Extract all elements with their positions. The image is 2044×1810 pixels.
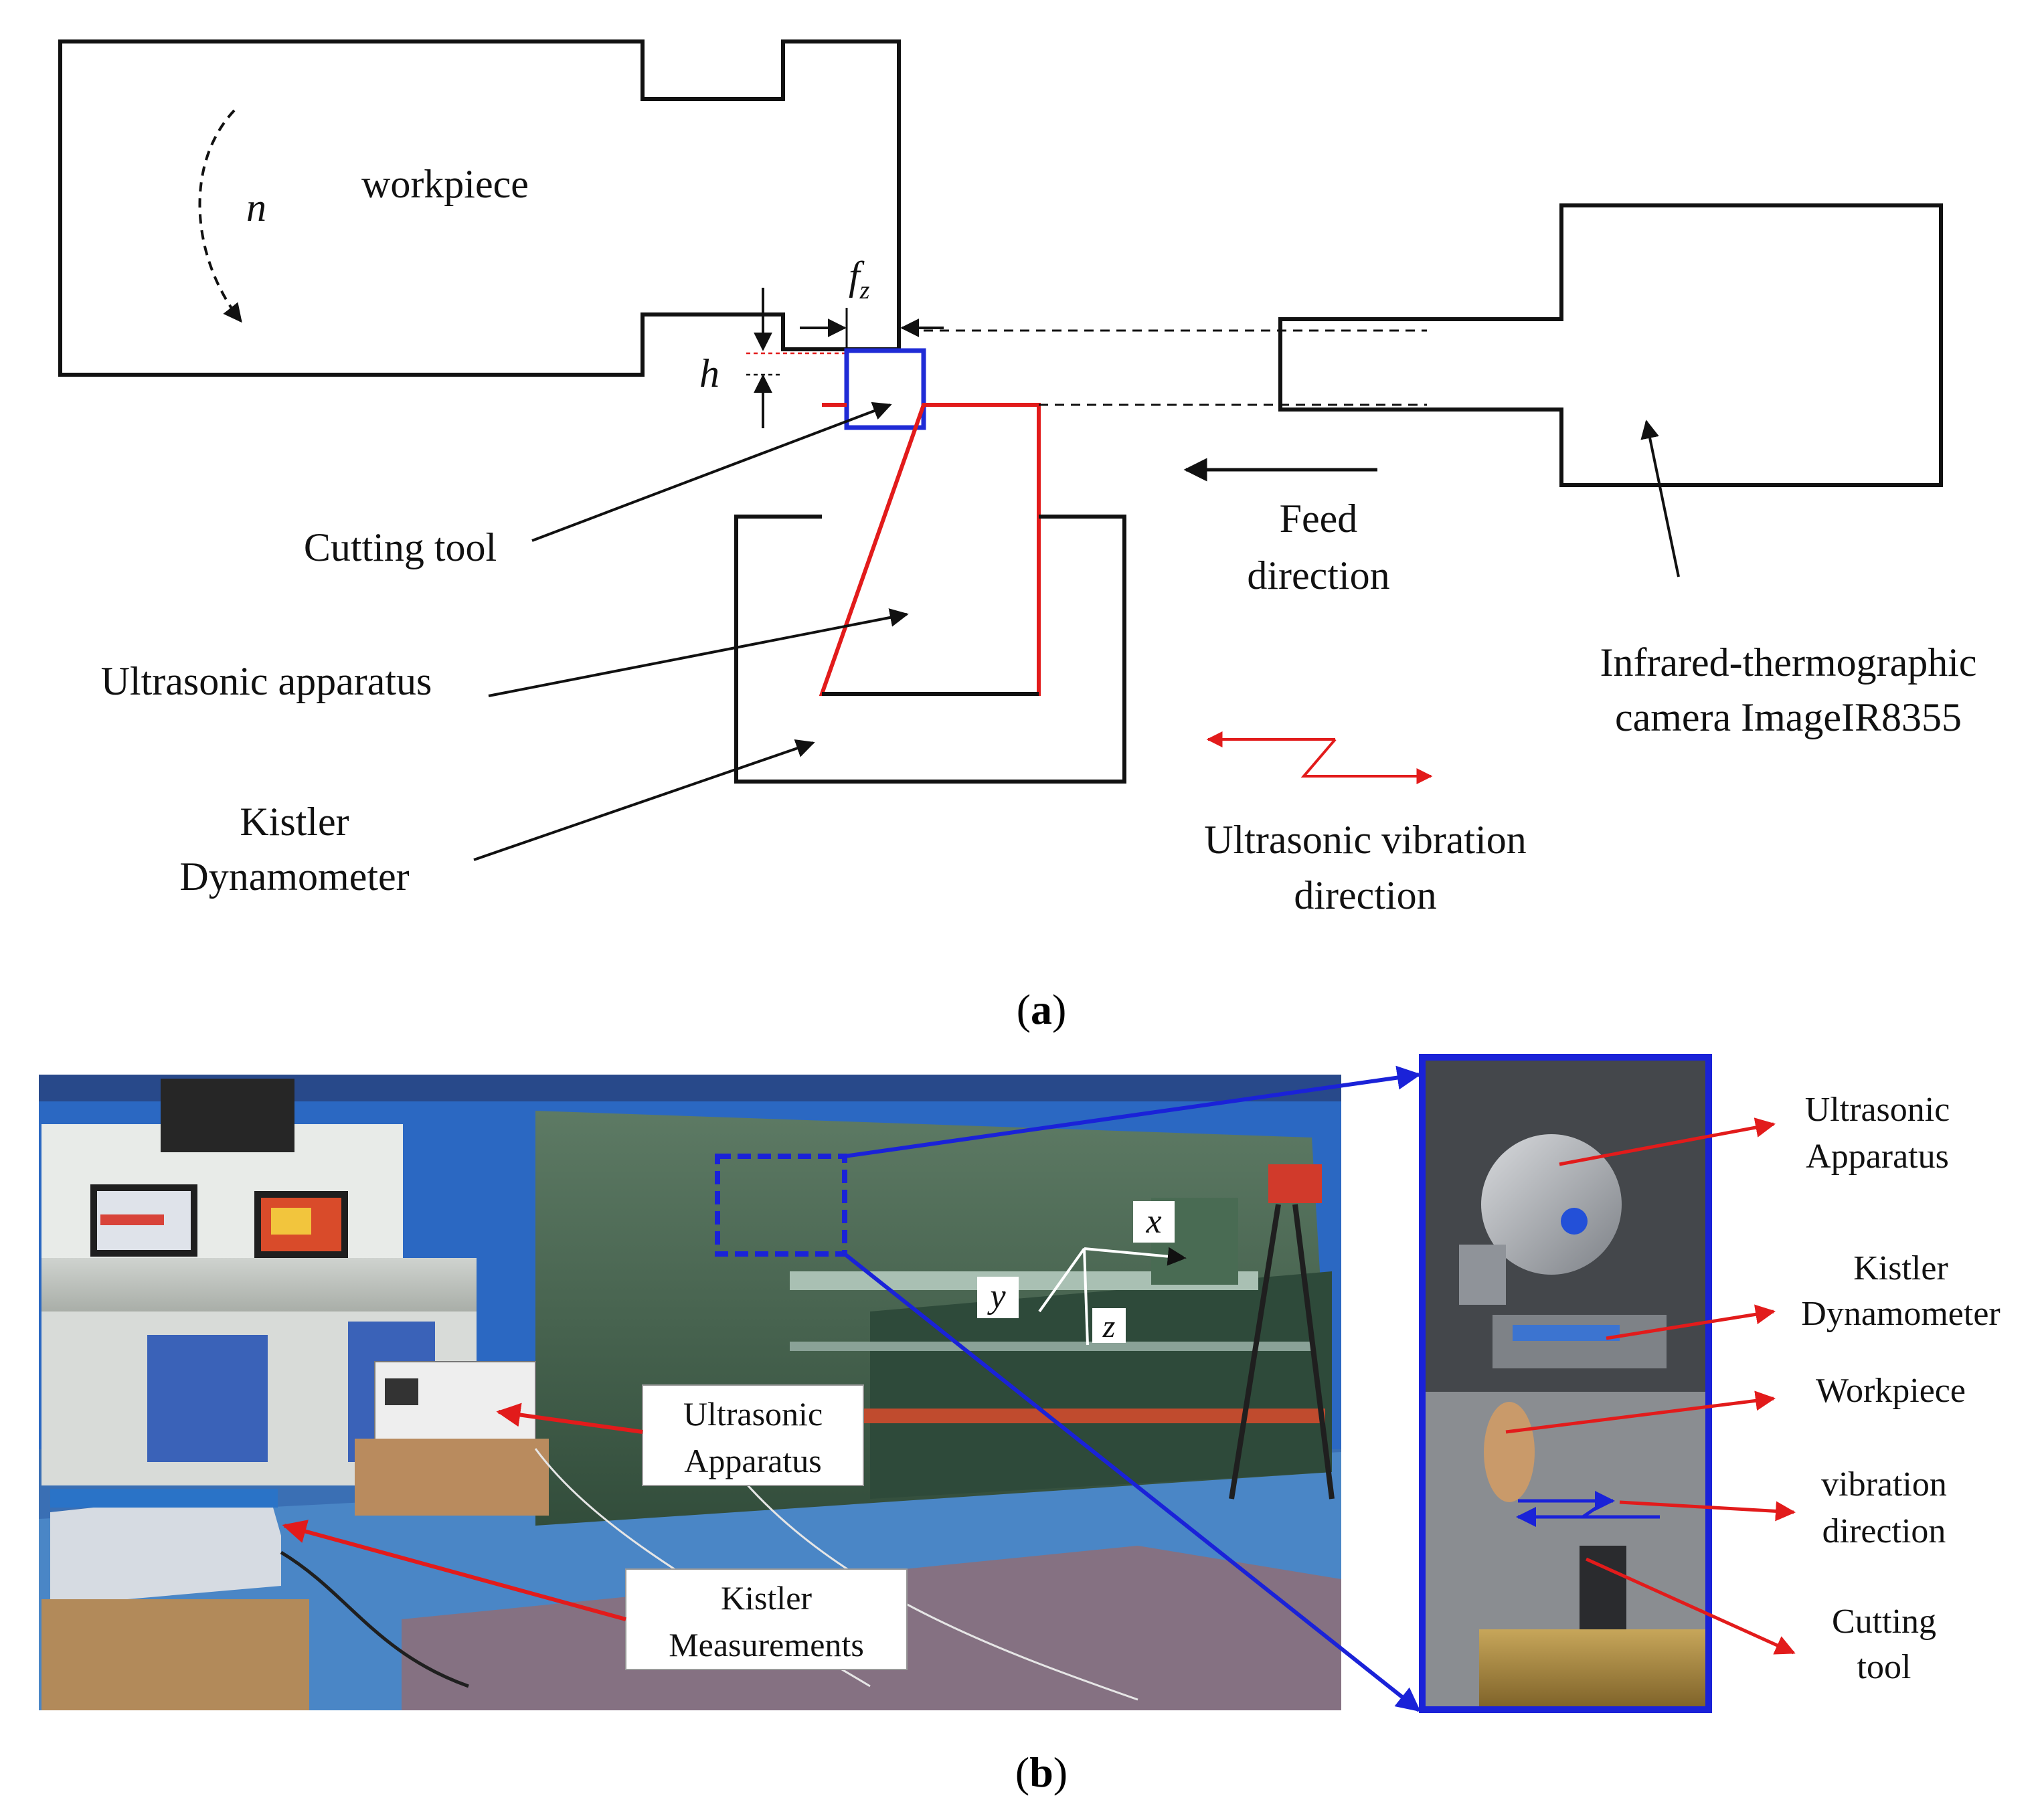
inset-kistler-line1: Kistler (1853, 1249, 1948, 1287)
inset-kistler-line2: Dynamometer (1801, 1295, 2000, 1333)
feed-label-line2: direction (1247, 553, 1389, 598)
ultrasonic-apparatus-label: Ultrasonic apparatus (101, 659, 432, 703)
kistler-amplifier (50, 1489, 281, 1606)
workpiece-outline (58, 39, 901, 377)
inset-ultrasonic-arrow (1559, 1117, 1776, 1166)
ultrasonic-callout-arrow (496, 1402, 643, 1434)
inset-ultrasonic-line2: Apparatus (1806, 1138, 1949, 1176)
ultrasonic-callout-line2: Apparatus (684, 1442, 822, 1479)
feed-label-line1: Feed (1280, 496, 1358, 541)
inset-vibration-line1: vibration (1821, 1465, 1947, 1504)
ir-camera-photo (1268, 1164, 1322, 1203)
inset-cutting-line1: Cutting (1832, 1603, 1936, 1641)
cutting-tool (844, 348, 926, 430)
inset-kistler-arrow (1606, 1304, 1776, 1340)
rotation-label: n (246, 185, 266, 230)
caption-b: (b) (1015, 1748, 1068, 1796)
dynamometer-arrow (473, 739, 815, 861)
cutting-tool-label: Cutting tool (304, 525, 497, 569)
inset-vibration-line2: direction (1822, 1512, 1946, 1550)
inset-frame (1419, 1054, 1712, 1713)
cutting-tool-arrow (531, 401, 892, 542)
kistler-label-line1: Kistler (240, 800, 349, 844)
ultrasonic-arrow (488, 608, 909, 697)
zoom-region (715, 1154, 847, 1257)
kistler-callout-box (625, 1568, 908, 1670)
camera-label-line2: camera ImageIR8355 (1615, 695, 1962, 739)
vibration-label-line1: Ultrasonic vibration (1204, 818, 1527, 862)
panel-a: n workpiece fz h (58, 39, 1977, 1033)
axis-y-label: y (987, 1277, 1006, 1316)
ultrasonic-callout-box (642, 1384, 864, 1486)
fz-label: fz (849, 254, 870, 304)
rotation-arrow (198, 109, 242, 323)
kistler-label-line2: Dynamometer (179, 854, 409, 899)
panel-b: x y z Ultrasonic Apparatus Kistler Measu… (39, 1054, 2000, 1796)
kistler-callout-line2: Measurements (669, 1626, 864, 1663)
inset-workpiece-label: Workpiece (1816, 1372, 1966, 1410)
caption-a: (a) (1017, 986, 1067, 1033)
camera-label-line1: Infrared-thermographic (1600, 640, 1976, 685)
zoom-connector-bottom (843, 1252, 1421, 1712)
axis-z-label: z (1102, 1309, 1116, 1344)
ultrasonic-apparatus (819, 403, 1041, 696)
vibration-zigzag (1300, 738, 1359, 778)
inset-workpiece-arrow (1505, 1390, 1776, 1434)
vibration-label-line2: direction (1294, 873, 1436, 917)
inset-cutting-line2: tool (1857, 1648, 1911, 1686)
camera-arrow (1640, 420, 1680, 577)
kistler-callout-line1: Kistler (721, 1579, 812, 1617)
kistler-callout-arrow (282, 1520, 626, 1621)
inset-ultrasonic-line1: Ultrasonic (1805, 1091, 1950, 1129)
coordinate-axes: x y z (977, 1201, 1187, 1346)
axis-x-label: x (1145, 1202, 1161, 1241)
inset-cutting-arrow (1585, 1557, 1796, 1655)
zoom-connector-top (844, 1065, 1422, 1158)
ir-camera-outline (1278, 203, 1943, 487)
workpiece-label: workpiece (361, 162, 529, 206)
inset-vibration-arrow (1619, 1500, 1796, 1522)
inset-photo (1422, 1057, 1709, 1710)
h-label: h (699, 351, 719, 395)
ultrasonic-callout-line1: Ultrasonic (683, 1395, 823, 1433)
kistler-dynamometer (734, 515, 1126, 784)
